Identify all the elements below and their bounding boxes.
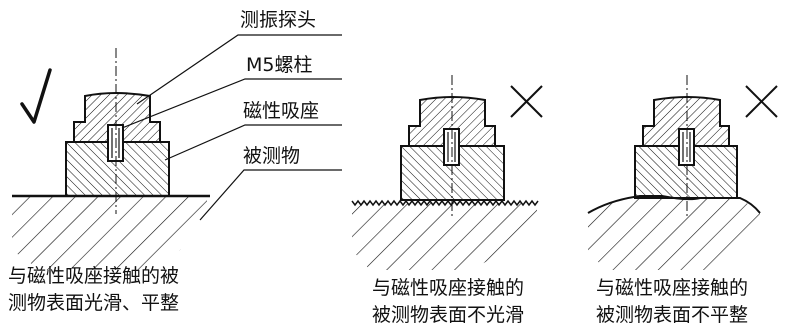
cross-mark-icon bbox=[745, 85, 778, 118]
cross-mark-icon bbox=[510, 85, 543, 118]
assembly-correct bbox=[12, 48, 210, 270]
assembly-rough bbox=[351, 75, 543, 270]
assembly-uneven bbox=[587, 75, 778, 270]
ground-good bbox=[12, 196, 207, 270]
caption-uneven-line-1: 与磁性吸座接触的 bbox=[596, 277, 749, 299]
label-probe: 测振探头 bbox=[240, 9, 316, 31]
label-magnet-base: 磁性吸座 bbox=[243, 100, 319, 122]
probe-uneven bbox=[642, 96, 730, 147]
caption-uneven: 与磁性吸座接触的 被测物表面不平整 bbox=[596, 275, 748, 329]
caption-good-line-1: 与磁性吸座接触的被 bbox=[8, 265, 180, 287]
probe-rough bbox=[408, 96, 496, 147]
probe-good bbox=[73, 92, 161, 143]
caption-good-line-2: 测物表面光滑、平整 bbox=[8, 292, 180, 314]
label-object: 被测物 bbox=[243, 145, 300, 167]
rough-surface bbox=[351, 199, 539, 207]
check-mark-icon bbox=[20, 68, 52, 124]
ground-uneven bbox=[588, 196, 760, 270]
caption-good: 与磁性吸座接触的被 测物表面光滑、平整 bbox=[8, 263, 179, 317]
ground-rough bbox=[352, 203, 537, 270]
caption-rough: 与磁性吸座接触的 被测物表面不光滑 bbox=[372, 275, 524, 329]
caption-rough-line-2: 被测物表面不光滑 bbox=[372, 304, 525, 326]
label-stud: M5螺柱 bbox=[246, 54, 312, 76]
caption-uneven-line-2: 被测物表面不平整 bbox=[596, 304, 749, 326]
leader-lines bbox=[121, 34, 342, 221]
caption-rough-line-1: 与磁性吸座接触的 bbox=[372, 277, 525, 299]
